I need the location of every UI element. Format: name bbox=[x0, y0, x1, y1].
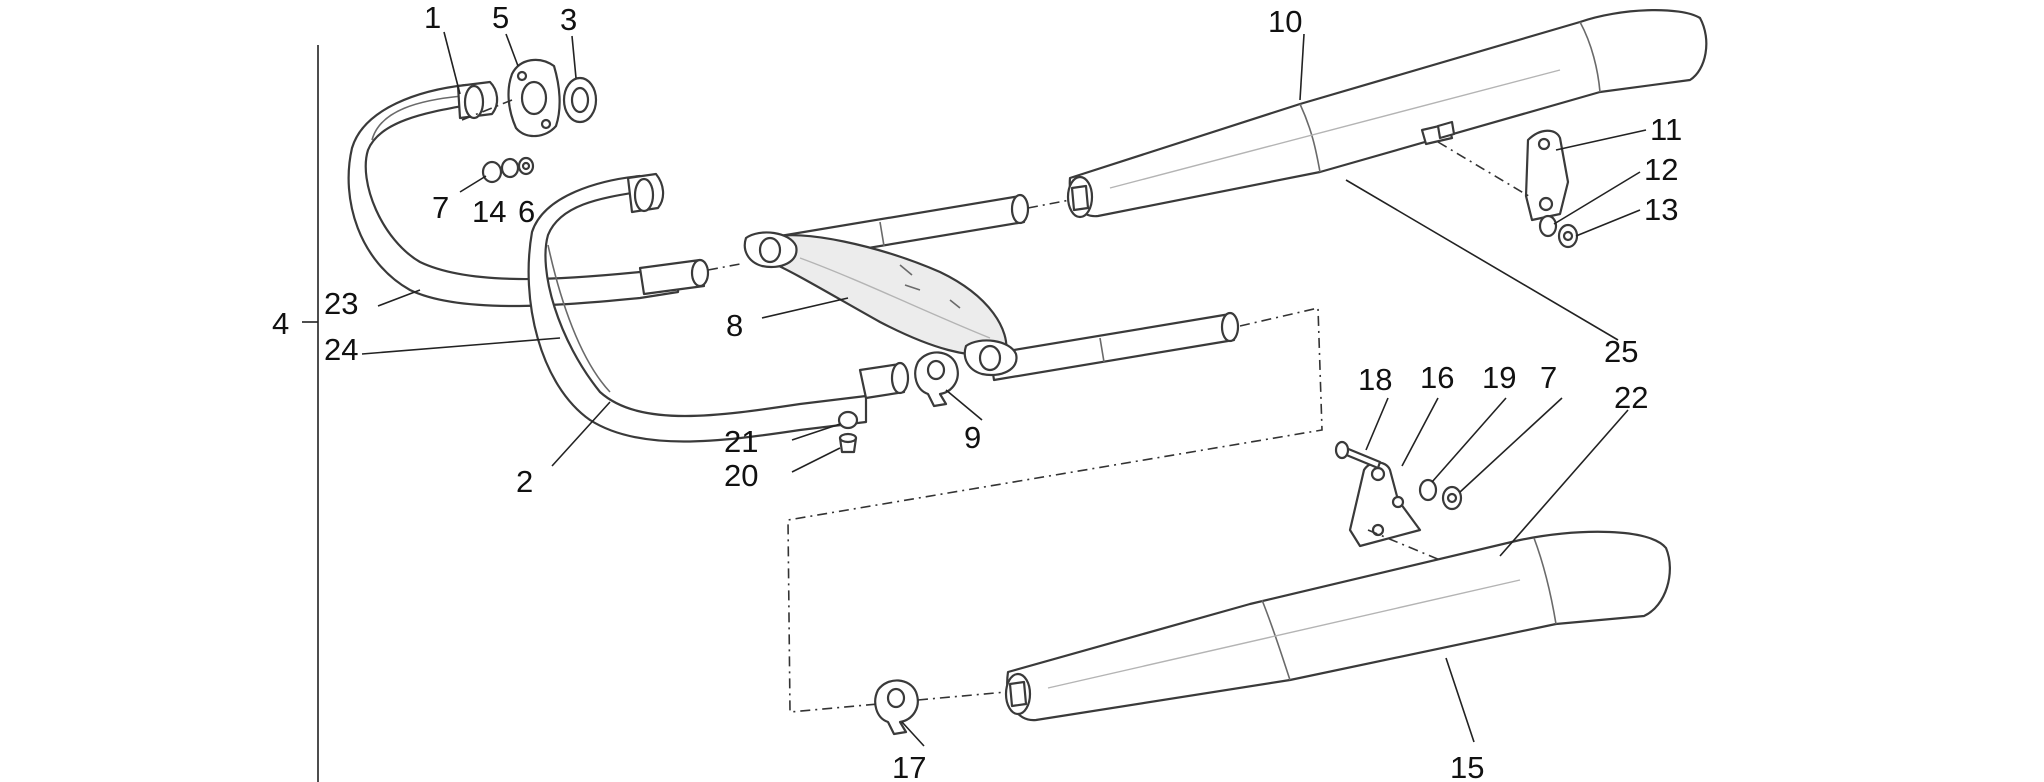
clamp-17 bbox=[874, 679, 919, 736]
fasteners-21-20 bbox=[837, 410, 859, 454]
callout-4: 4 bbox=[272, 306, 289, 341]
callout-labels: 1 5 3 10 11 12 13 25 22 7 14 6 23 4 24 8… bbox=[272, 0, 1682, 782]
fasteners-7-14-6 bbox=[481, 156, 535, 184]
callout-7: 7 bbox=[432, 190, 449, 225]
callout-3: 3 bbox=[560, 2, 577, 37]
callout-5: 5 bbox=[492, 0, 509, 35]
crossover-pipe bbox=[638, 193, 1240, 382]
callout-22: 22 bbox=[1614, 380, 1648, 415]
callout-18: 18 bbox=[1358, 362, 1392, 397]
callout-2: 2 bbox=[516, 464, 533, 499]
callout-21: 21 bbox=[724, 424, 758, 459]
callout-16: 16 bbox=[1420, 360, 1454, 395]
alignment-lines bbox=[461, 99, 1533, 713]
callout-8: 8 bbox=[726, 308, 743, 343]
callout-14: 14 bbox=[472, 194, 506, 229]
bracket-16 bbox=[1334, 440, 1463, 548]
callout-7b: 7 bbox=[1540, 360, 1557, 395]
callout-25: 25 bbox=[1604, 334, 1638, 369]
callout-1: 1 bbox=[424, 0, 441, 35]
callout-9: 9 bbox=[964, 420, 981, 455]
bracket-11 bbox=[1524, 129, 1579, 249]
washer-12 bbox=[1538, 214, 1558, 238]
silencer-upper bbox=[1066, 9, 1708, 219]
silencer-lower bbox=[1004, 530, 1671, 722]
callout-15: 15 bbox=[1450, 750, 1484, 782]
callout-13: 13 bbox=[1644, 192, 1678, 227]
leader-lines bbox=[361, 31, 1647, 747]
assembly-bracket-4 bbox=[302, 45, 319, 782]
flange-5 bbox=[507, 58, 561, 138]
callout-17: 17 bbox=[892, 750, 926, 782]
washer-19 bbox=[1418, 478, 1438, 502]
bolt-18 bbox=[1342, 446, 1382, 470]
callout-11: 11 bbox=[1650, 112, 1682, 147]
clamp-9 bbox=[914, 351, 959, 408]
callout-6: 6 bbox=[518, 194, 535, 229]
callout-20: 20 bbox=[724, 458, 758, 493]
callout-23: 23 bbox=[324, 286, 358, 321]
callout-19: 19 bbox=[1482, 360, 1516, 395]
callout-12: 12 bbox=[1644, 152, 1678, 187]
callout-24: 24 bbox=[324, 332, 358, 367]
callout-10: 10 bbox=[1268, 4, 1302, 39]
gasket-3 bbox=[562, 76, 598, 124]
exhaust-pipe-front bbox=[527, 172, 910, 443]
